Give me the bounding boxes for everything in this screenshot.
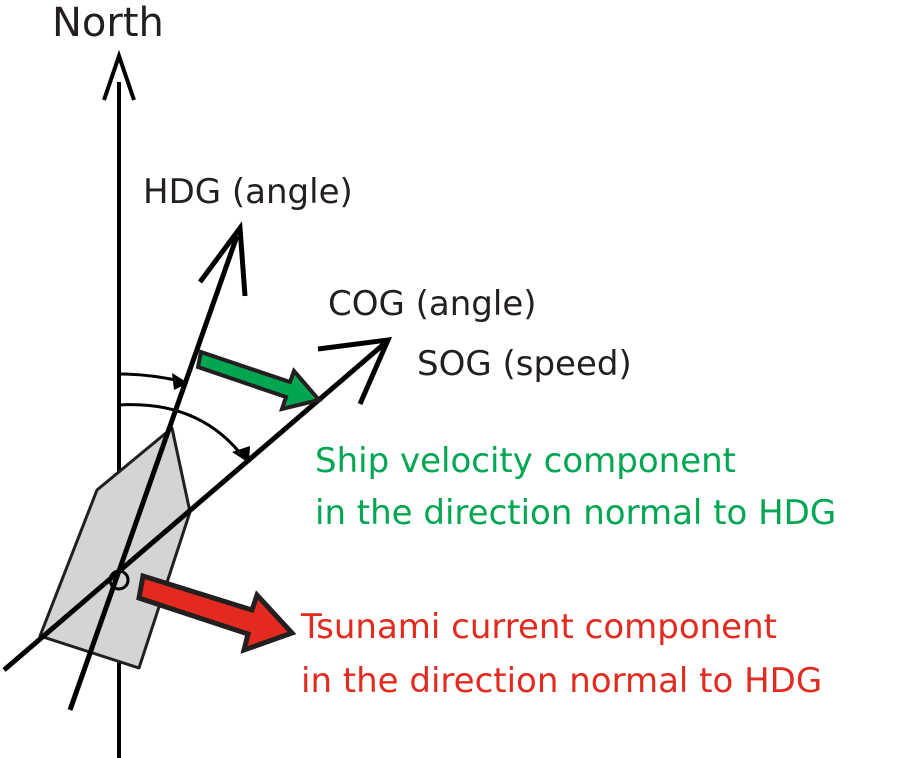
cog-sog-arrowhead [317,336,393,406]
cog-label: COG (angle) [328,284,537,324]
hdg-arrowhead [197,221,248,297]
tsunami-current-label-line2: in the direction normal to HDG [301,661,822,701]
hdg-label: HDG (angle) [143,172,353,212]
sog-label: SOG (speed) [417,344,632,384]
cog-angle-arc [118,403,246,459]
hdg-line [67,235,240,711]
cog-sog-line [2,342,386,672]
ship-hull [38,426,192,670]
hdg-angle-arc-head [172,373,188,390]
ship-reference-point [108,569,130,591]
tsunami-current-label-line1: Tsunami current component [300,607,777,647]
ship-velocity-label-line2: in the direction normal to HDG [315,493,836,533]
north-label: North [52,0,164,46]
north-arrowhead [102,49,136,101]
tsunami-current-component-arrow [136,572,297,654]
cog-angle-arc-head [232,446,250,463]
ship-velocity-label-line1: Ship velocity component [315,441,736,481]
ship-velocity-component-arrow [195,349,323,412]
